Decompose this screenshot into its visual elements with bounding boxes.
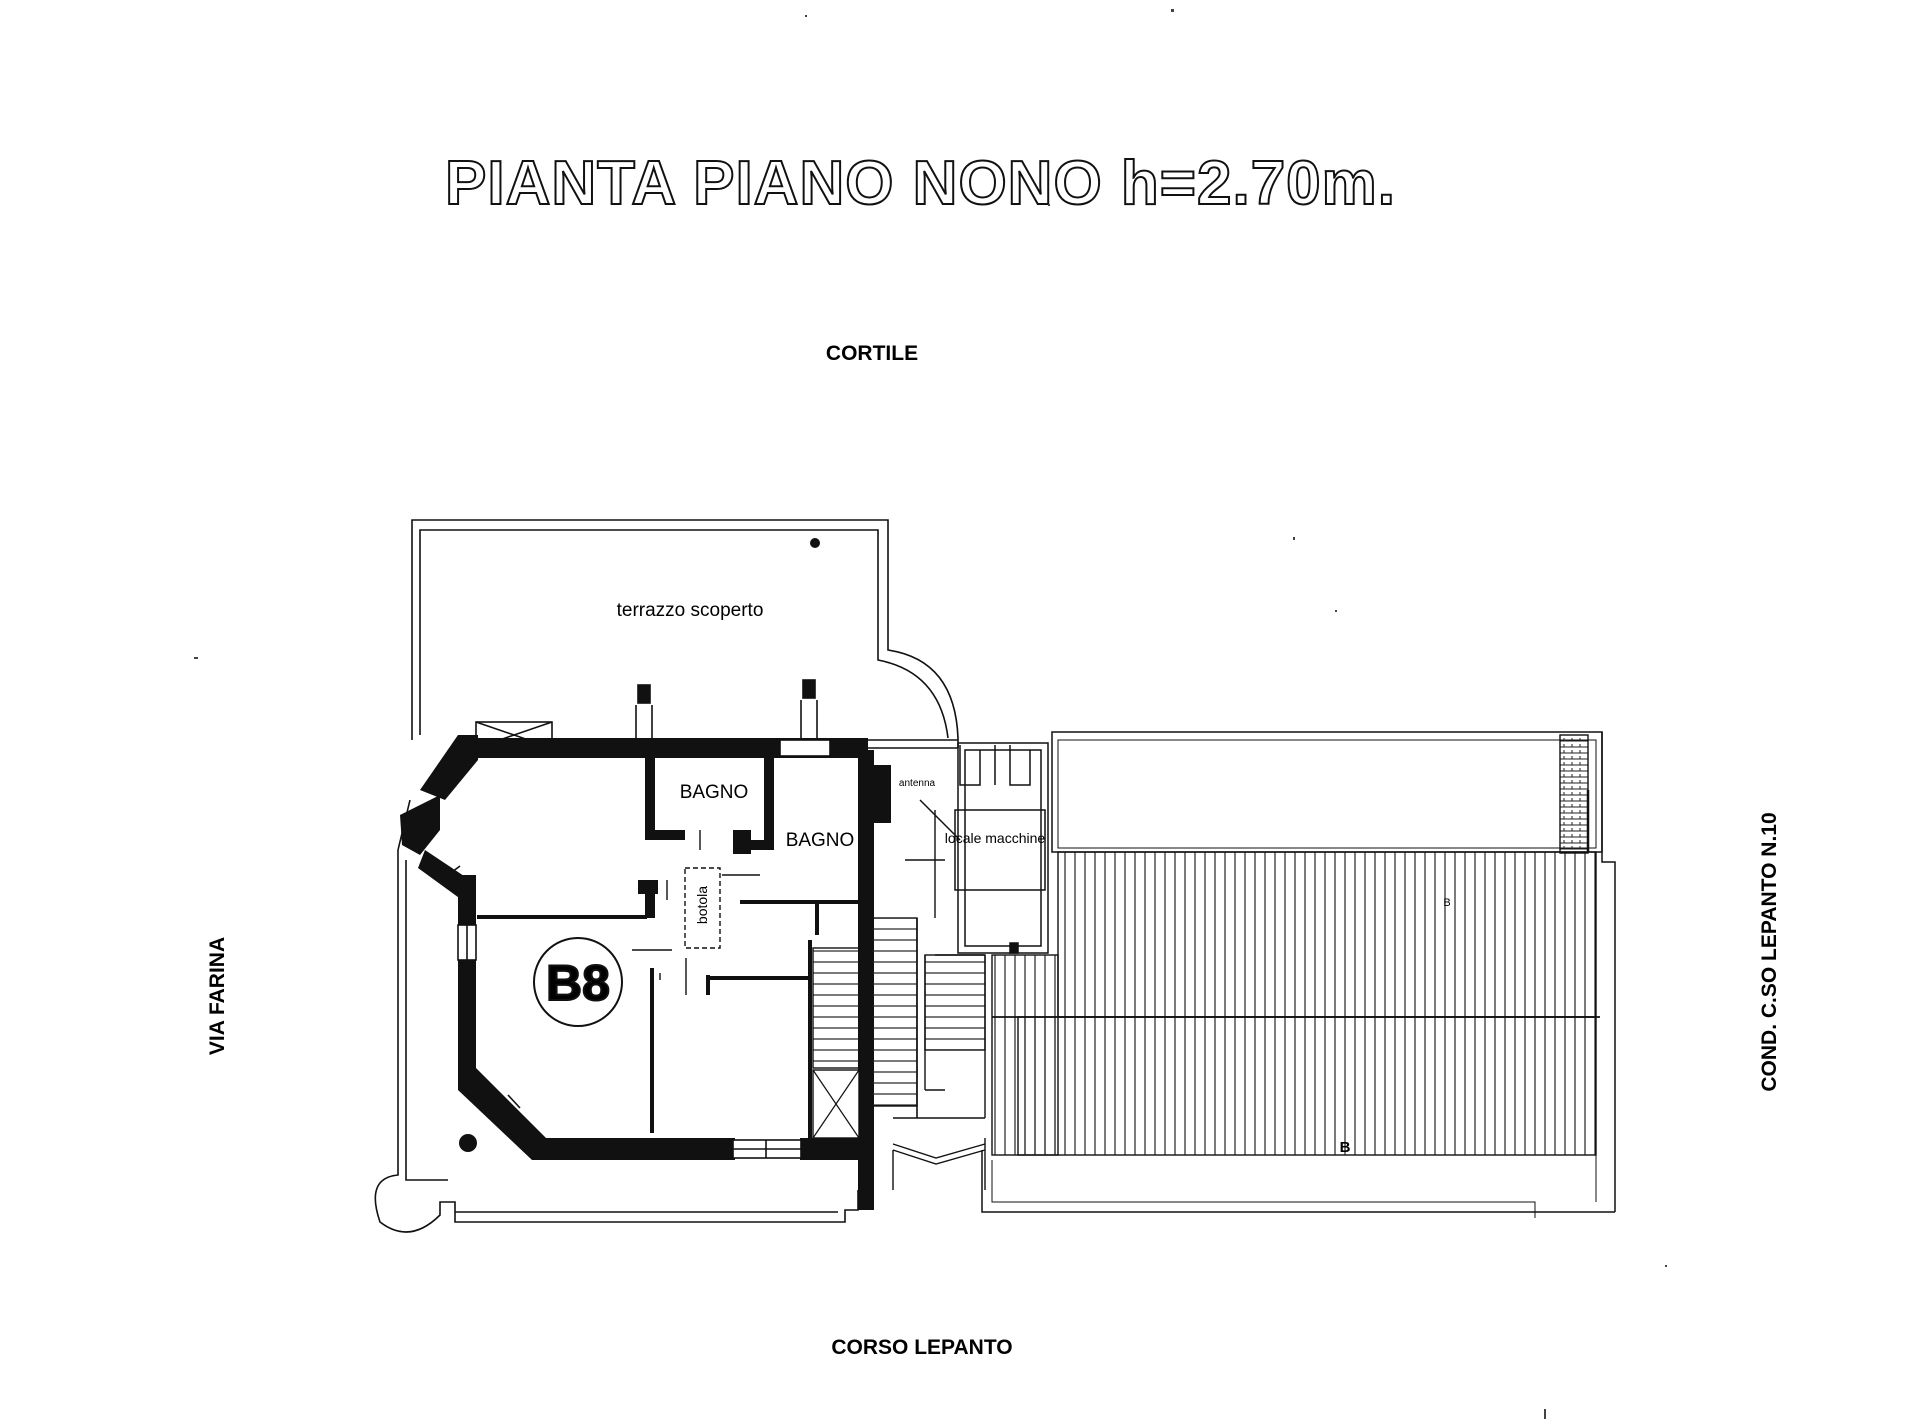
room-label-bath-2: BAGNO: [786, 830, 855, 851]
street-label-south: CORSO LEPANTO: [831, 1336, 1013, 1359]
room-label-machine-room: locale macchine: [945, 830, 1046, 846]
machine-room: [905, 742, 1049, 954]
common-stair: [871, 810, 986, 1190]
unit-id-badge: B8: [533, 937, 623, 1027]
scan-specks: [194, 9, 1667, 1419]
drain-dot: [810, 538, 820, 548]
roof-area: [981, 731, 1616, 1218]
roof-mark-b-top: B: [1443, 897, 1450, 909]
door-marks: [632, 830, 760, 995]
column-dot: [459, 1134, 477, 1152]
terrace-pillars: [635, 679, 818, 740]
interior-walls: [477, 758, 860, 1138]
exterior-walls: [400, 735, 891, 1210]
unit-id-label: B8: [546, 955, 610, 1011]
street-label-north: CORTILE: [825, 342, 919, 365]
lower-terrace-outline: [374, 799, 859, 1233]
room-label-bath-1: BAGNO: [680, 782, 749, 803]
room-label-hatch: botola: [694, 886, 710, 924]
windows: [436, 739, 831, 1159]
room-label-antenna: antenna: [899, 778, 936, 789]
roof-mark-b-bottom: B: [1340, 1139, 1351, 1156]
terrace-outline: [411, 519, 959, 749]
room-label-terrace: terrazzo scoperto: [617, 600, 764, 621]
internal-stair: [812, 947, 860, 1139]
hatch-outline: [684, 867, 721, 949]
plan-title: PIANTA PIANO NONO h=2.70m.: [444, 148, 1397, 219]
